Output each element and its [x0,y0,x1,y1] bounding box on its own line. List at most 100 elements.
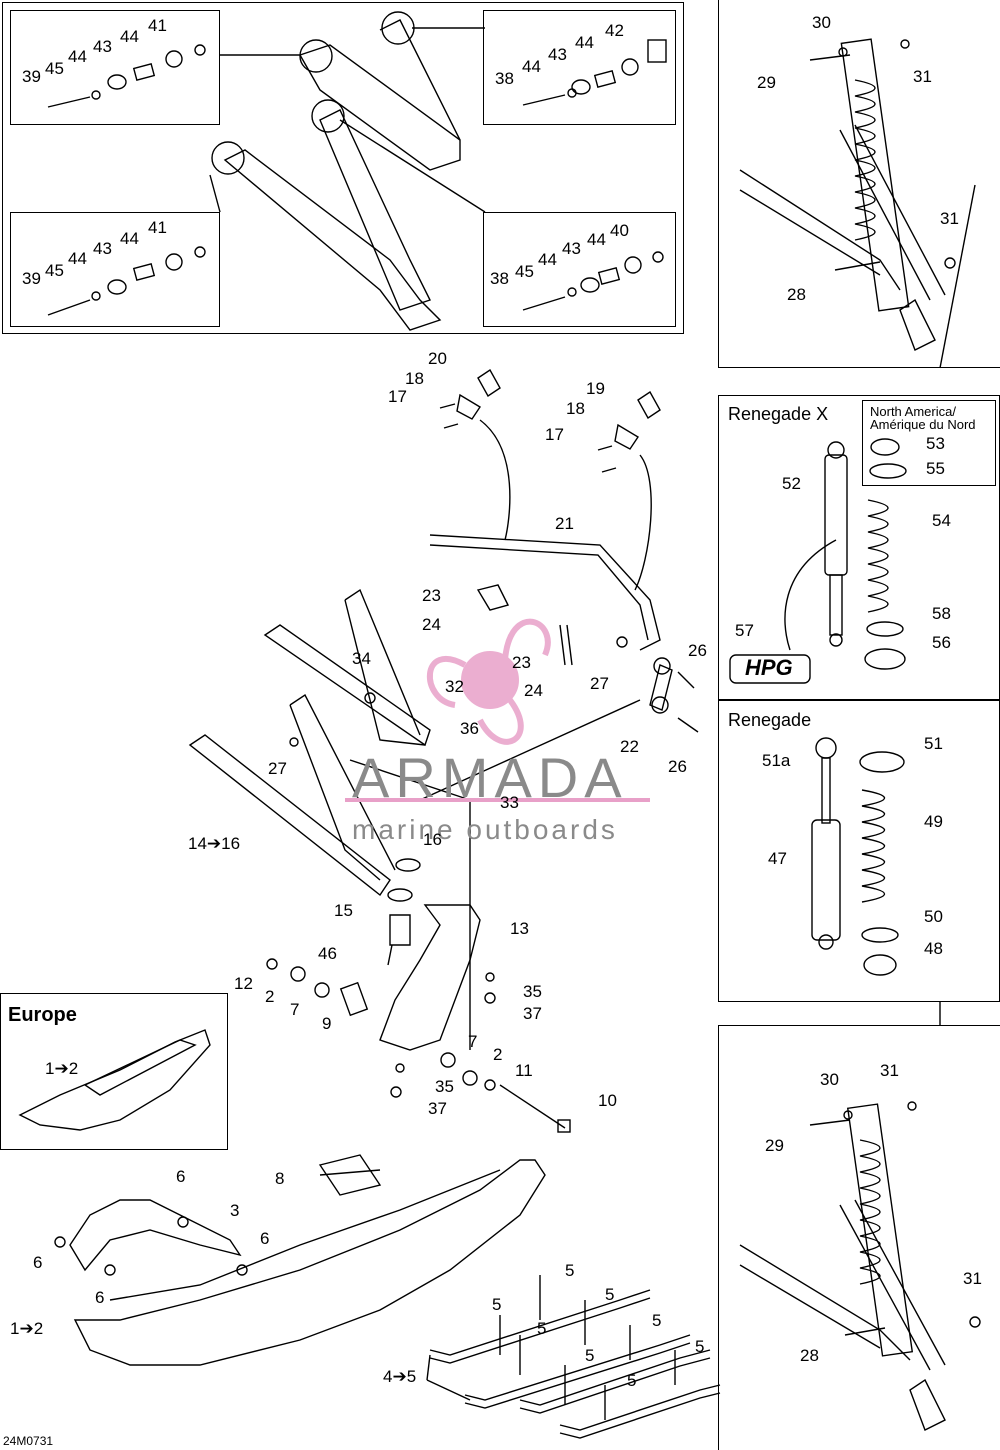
callout-47: 47 [768,849,787,868]
callout-43: 43 [93,239,112,258]
callout-40: 40 [610,221,629,240]
callout-20: 20 [428,349,447,368]
callout-24: 24 [422,615,441,634]
callout-5: 5 [627,1371,637,1390]
callout-35: 35 [435,1077,454,1096]
callout-41: 41 [148,218,167,237]
callout-9: 9 [322,1014,332,1033]
shock-mount-bottom-panel [718,1025,1000,1450]
callout-51: 51 [924,734,943,753]
callout-43: 43 [548,45,567,64]
callout-54: 54 [932,511,951,530]
callout-58: 58 [932,604,951,623]
callout-45: 45 [45,261,64,280]
callout-30: 30 [820,1070,839,1089]
callout-18: 18 [566,399,585,418]
callout-35: 35 [523,982,542,1001]
callout-56: 56 [932,633,951,652]
callout-5: 5 [605,1285,615,1304]
hardware-box-bottom-left [10,212,220,327]
callout-48: 48 [924,939,943,958]
callout-28: 28 [787,285,806,304]
callout-53: 53 [926,434,945,453]
callout-38: 38 [490,269,509,288]
callout-23: 23 [422,586,441,605]
callout-34: 34 [352,649,371,668]
callout-32: 32 [445,677,464,696]
callout-3: 3 [230,1201,240,1220]
callout-2: 2 [493,1045,503,1064]
watermark-tagline: marine outboards [352,814,618,845]
renegade-shock [811,737,905,976]
callout-2: 2 [265,987,275,1006]
callout-45: 45 [45,59,64,78]
callout-5: 5 [492,1295,502,1314]
callout-45: 45 [515,262,534,281]
shock-assembly-bottom [739,1101,981,1431]
upper-a-arm-top-panel [209,11,486,331]
callout-31: 31 [963,1269,982,1288]
callout-57: 57 [735,621,754,640]
callout-49: 49 [924,812,943,831]
callout-5: 5 [537,1319,547,1338]
callout-39: 39 [22,269,41,288]
callout-46: 46 [318,944,337,963]
diagram-code: 24M0731 [3,1434,54,1448]
callout-7: 7 [468,1032,478,1051]
callout-30: 30 [812,13,831,32]
callout-6: 6 [260,1229,270,1248]
front-suspension-assembly [188,368,699,1133]
callout-11: 11 [515,1061,533,1080]
callout-50: 50 [924,907,943,926]
hardware-box-top-left [10,10,220,125]
callout-19: 19 [586,379,605,398]
watermark-propeller [426,618,551,745]
callout-23: 23 [512,653,531,672]
callout-36: 36 [460,719,479,738]
callout-24: 24 [524,681,543,700]
europe-ski [18,1029,211,1131]
callout-1-2: 1➔2 [10,1319,44,1338]
north-america-label-2: Amérique du Nord [870,417,976,432]
callout-16: 16 [423,830,442,849]
callout-8: 8 [275,1169,285,1188]
renegade-x-title: Renegade X [728,404,829,424]
wear-bars [426,1275,721,1439]
north-america-box [862,400,996,486]
callout-37: 37 [523,1004,542,1023]
hardware-box-bottom-right [483,212,676,327]
callout-44: 44 [538,250,557,269]
callout-12: 12 [234,974,253,993]
callout-21: 21 [555,514,574,533]
shock-mount-top-panel [718,0,1000,368]
callout-10: 10 [598,1091,617,1110]
callout-51a: 51a [762,751,791,770]
callout-33: 33 [500,793,519,812]
callout-26: 26 [688,641,707,660]
callout-44: 44 [120,27,139,46]
callout-13: 13 [510,919,529,938]
callout-6: 6 [33,1253,43,1272]
watermark-brand: ARMADA [352,746,628,809]
callout-18: 18 [405,369,424,388]
europe-panel [0,993,228,1150]
callout-26: 26 [668,757,687,776]
callout-28: 28 [800,1346,819,1365]
callout-1-2: 1➔2 [45,1059,79,1078]
callout-4-5: 4➔5 [383,1367,417,1386]
callout-6: 6 [176,1167,186,1186]
callout-29: 29 [757,73,776,92]
callout-38: 38 [495,69,514,88]
callout-41: 41 [148,16,167,35]
callout-27: 27 [268,759,287,778]
callout-22: 22 [620,737,639,756]
callout-5: 5 [585,1346,595,1365]
renegade-title: Renegade [728,710,812,730]
callout-31: 31 [880,1061,899,1080]
callout-44: 44 [68,249,87,268]
north-america-label-1: North America/ [870,404,956,419]
callout-5: 5 [565,1261,575,1280]
renegade-x-shock [729,438,907,684]
callout-17: 17 [388,387,407,406]
callout-43: 43 [562,239,581,258]
